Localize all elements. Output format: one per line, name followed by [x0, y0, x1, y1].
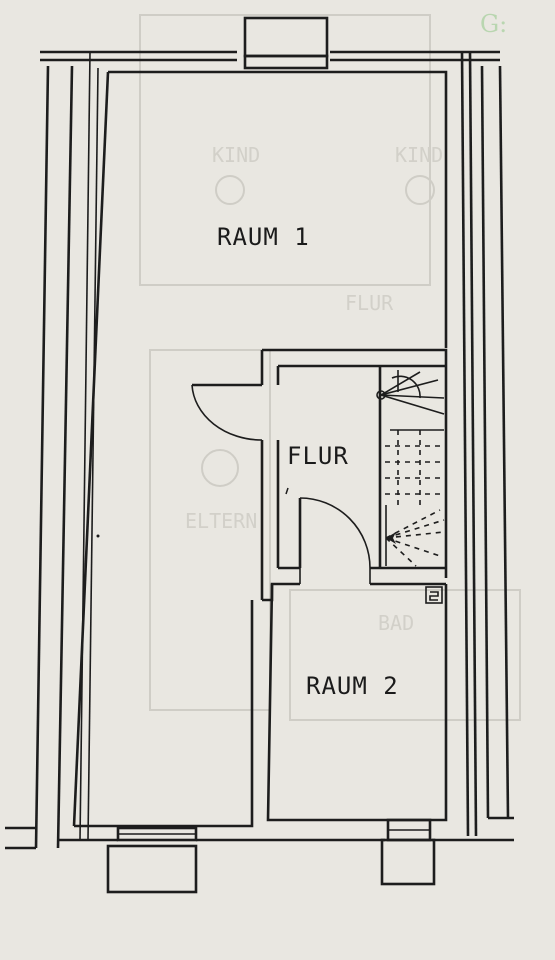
ghost-room-outline: [149, 349, 271, 711]
pencil-mark: G:: [480, 10, 507, 38]
staircase: [376, 370, 445, 567]
window-bottom-left: [106, 826, 198, 894]
ghost-label-flur: FLUR: [345, 291, 394, 315]
ghost-symbol: [215, 175, 245, 205]
label-flur: FLUR: [287, 442, 349, 470]
door-flur: [298, 497, 371, 569]
ghost-label-kind-right: KIND: [395, 143, 443, 167]
ghost-label-bad: BAD: [378, 611, 414, 635]
dot-mark: [96, 534, 100, 538]
tick-mark: [285, 487, 289, 495]
shaft-symbol: [425, 586, 443, 604]
ghost-label-eltern: ELTERN: [185, 509, 257, 533]
ghost-room-outline: [139, 14, 431, 286]
stair-direction-arrow-icon: [386, 532, 396, 544]
door-raum1: [191, 383, 263, 441]
window-top: [243, 16, 329, 70]
ghost-symbol: [405, 175, 435, 205]
raum1-walls: [72, 70, 448, 828]
ghost-symbol: [201, 449, 239, 487]
exterior-walls: [5, 50, 514, 850]
raum2-walls: [266, 583, 448, 822]
label-raum1: RAUM 1: [217, 223, 310, 251]
ghost-label-kind-left: KIND: [212, 143, 260, 167]
bleed-through-layer: KIND KIND FLUR ELTERN BAD G:: [139, 10, 521, 721]
window-bottom-right: [380, 818, 436, 886]
label-raum2: RAUM 2: [306, 672, 399, 700]
ghost-room-outline: [289, 589, 521, 721]
